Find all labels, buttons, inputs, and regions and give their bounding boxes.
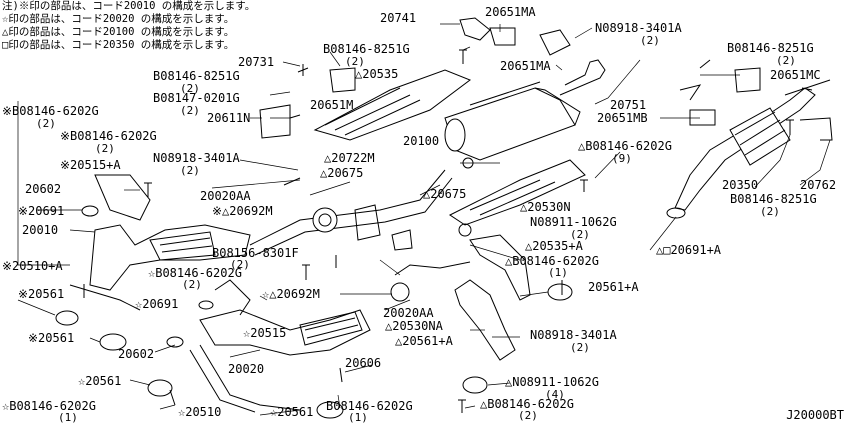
gaskets: [81, 205, 686, 348]
part-label: N08918-3401A: [595, 21, 682, 35]
part-label: 20020AA: [200, 189, 251, 203]
part-label: 20651MB: [597, 111, 648, 125]
legend-note-2: ☆印の部品は、コード20020 の構成を示します。: [2, 13, 235, 25]
main-muffler: [444, 59, 606, 161]
part-qty: (1): [348, 411, 368, 424]
part-label: 20611N: [207, 111, 251, 125]
part-label: △20722M: [324, 151, 375, 165]
part-label: B08156-8301F: [212, 246, 299, 260]
part-label: 20602: [25, 182, 62, 196]
part-label: 20651MA: [485, 5, 536, 19]
part-label: △20535+A: [525, 239, 583, 253]
part-label: B08146-8251G: [727, 41, 814, 55]
part-label: ※20510+A: [2, 259, 63, 273]
part-label: △20675: [320, 166, 364, 180]
part-label: △20535: [355, 67, 399, 81]
lower-converter: [189, 279, 371, 413]
part-qty: (2): [640, 34, 660, 47]
part-label: 20651MC: [770, 68, 821, 82]
part-label: △□20691+A: [656, 243, 722, 257]
part-label: ※B08146-6202G: [2, 104, 99, 118]
part-label: ☆20510: [178, 405, 222, 419]
part-qty: (2): [570, 341, 590, 354]
front-lower-pipe: [390, 223, 472, 302]
part-label: 20651M: [310, 98, 354, 112]
part-qty: (1): [548, 266, 568, 279]
part-label: ☆20691: [135, 297, 179, 311]
part-label: △N08911-1062G: [505, 375, 599, 389]
legend-note-4: □印の部品は、コード20350 の構成を示します。: [2, 39, 235, 51]
leader-lines: [17, 23, 831, 416]
part-label: 20741: [380, 11, 417, 25]
part-label: 20350: [722, 178, 759, 192]
part-label: △B08146-6202G: [578, 139, 672, 153]
part-label: ☆20515: [243, 326, 287, 340]
part-label: ※20515+A: [60, 158, 121, 172]
part-qty: (2): [36, 117, 56, 130]
part-label: △B08146-6202G: [505, 254, 599, 268]
part-qty: (2): [180, 164, 200, 177]
part-label: △20530N: [520, 200, 571, 214]
part-label: ※20561: [18, 287, 65, 301]
clamps: [55, 283, 573, 419]
part-label: ※20691: [18, 204, 65, 218]
part-label: 20010: [22, 223, 59, 237]
mid-pipe: [249, 169, 453, 256]
part-label: △B08146-6202G: [480, 397, 574, 411]
part-label: △20561+A: [395, 334, 453, 348]
part-qty: (2): [180, 82, 200, 95]
part-label: B08146-8251G: [323, 42, 410, 56]
hangers: [259, 17, 761, 251]
part-label: △20530NA: [385, 319, 443, 333]
part-label: 20731: [238, 55, 275, 69]
part-label: B08146-8251G: [730, 192, 817, 206]
part-label: 20751: [610, 98, 647, 112]
part-label: ☆B08146-6202G: [2, 399, 96, 413]
part-label: 20020: [228, 362, 265, 376]
part-qty: (2): [182, 278, 202, 291]
part-qty: (2): [570, 228, 590, 241]
heat-shields: [313, 69, 586, 361]
part-qty: (2): [518, 409, 538, 422]
part-label: 20561+A: [588, 280, 639, 294]
part-qty: (2): [230, 258, 250, 271]
legend-note-3: △印の部品は、コード20100 の構成を示します。: [2, 26, 235, 38]
part-qty: (2): [95, 142, 115, 155]
part-label: 20020AA: [383, 306, 434, 320]
front-converter: [69, 174, 251, 311]
bolts: [83, 49, 794, 413]
part-qty: (9): [612, 152, 632, 165]
part-label: ☆20561: [270, 405, 314, 419]
part-label: ※B08146-6202G: [60, 129, 157, 143]
part-label: B08147-0201G: [153, 91, 240, 105]
part-label: B08146-6202G: [326, 399, 413, 413]
part-label: 20762: [800, 178, 837, 192]
part-label: 20100: [403, 134, 440, 148]
rear-converter: [674, 79, 833, 211]
part-label: ※△20692M: [212, 204, 273, 218]
part-label: △20675: [423, 187, 467, 201]
part-label: 20606: [345, 356, 382, 370]
part-qty: (2): [345, 55, 365, 68]
part-qty: (1): [58, 411, 78, 424]
part-label: N08918-3401A: [530, 328, 617, 342]
part-label: 20651MA: [500, 59, 551, 73]
part-label: N08918-3401A: [153, 151, 240, 165]
part-label: B08146-8251G: [153, 69, 240, 83]
part-label: ☆20561: [78, 374, 122, 388]
legend-note-1: 注)※印の部品は、コード20010 の構成を示します。: [2, 0, 256, 12]
part-qty: (2): [776, 54, 796, 67]
part-qty: (2): [180, 104, 200, 117]
part-label: 20602: [118, 347, 155, 361]
diagram-code: J20000BT: [786, 408, 844, 422]
part-label: ☆△20692M: [262, 287, 320, 301]
part-label: ※20561: [28, 331, 75, 345]
part-label: N08911-1062G: [530, 215, 617, 229]
part-qty: (2): [760, 205, 780, 218]
part-label: ☆B08146-6202G: [148, 266, 242, 280]
part-qty: (4): [545, 388, 565, 401]
